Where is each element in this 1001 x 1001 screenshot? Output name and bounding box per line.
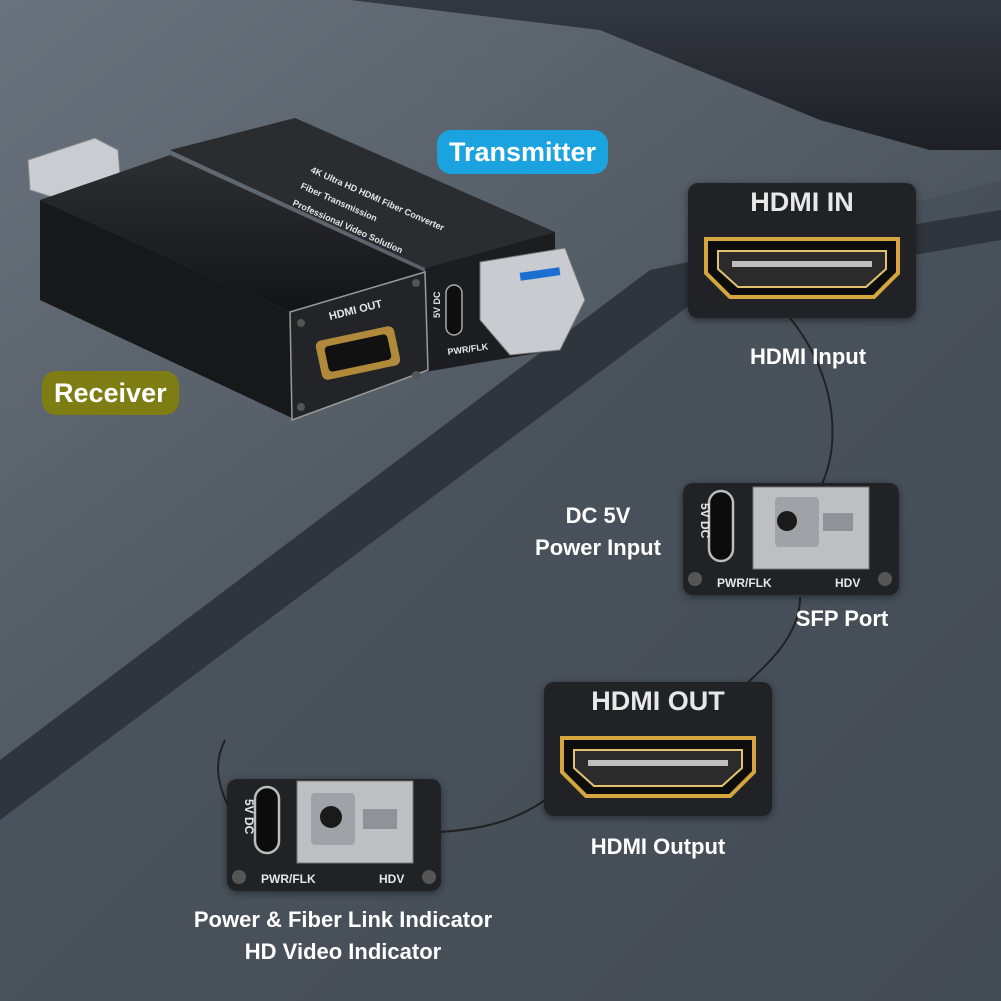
hdmi-out-title: HDMI OUT — [591, 686, 725, 716]
hdmi-in-port-icon — [704, 237, 900, 299]
indicator-label: Power & Fiber Link Indicator HD Video In… — [148, 904, 538, 968]
hdmi-input-label: HDMI Input — [749, 344, 867, 369]
indicator-panel: 5V DC PWR/FLK HDV — [227, 779, 441, 891]
receiver-pill: Receiver — [42, 371, 179, 415]
indicator-line2: HD Video Indicator — [244, 939, 442, 964]
transmitter-dc-label: 5V DC — [432, 291, 442, 318]
dc-sfp-hdv-text: HDV — [835, 576, 860, 590]
dark-box — [350, 0, 1001, 150]
indicator-line1: Power & Fiber Link Indicator — [193, 907, 493, 932]
sfp-port-label: SFP Port — [795, 606, 889, 631]
dc-power-line1: DC 5V — [565, 503, 631, 528]
hdmi-out-port-icon — [560, 736, 756, 798]
dc-power-input-label: DC 5V Power Input — [518, 500, 678, 564]
transmitter-pill: Transmitter — [437, 130, 609, 174]
indicator-5vdc-text: 5V DC — [242, 799, 256, 835]
indicator-hdv-text: HDV — [379, 872, 404, 886]
dc-sfp-ports-icon: 5V DC PWR/FLK HDV — [688, 486, 892, 590]
hdmi-output-label: HDMI Output — [590, 834, 726, 859]
dc-sfp-panel: 5V DC PWR/FLK HDV — [683, 483, 899, 595]
dc-power-line2: Power Input — [535, 535, 661, 560]
indicator-pwr-text: PWR/FLK — [261, 872, 316, 886]
indicator-ports-icon: 5V DC PWR/FLK HDV — [232, 780, 436, 886]
dc-sfp-5vdc-text: 5V DC — [698, 503, 712, 539]
hdmi-in-title: HDMI IN — [750, 187, 854, 217]
hdmi-in-panel: HDMI IN — [688, 183, 916, 318]
hdmi-out-panel: HDMI OUT — [544, 682, 772, 816]
dc-sfp-pwr-text: PWR/FLK — [717, 576, 772, 590]
